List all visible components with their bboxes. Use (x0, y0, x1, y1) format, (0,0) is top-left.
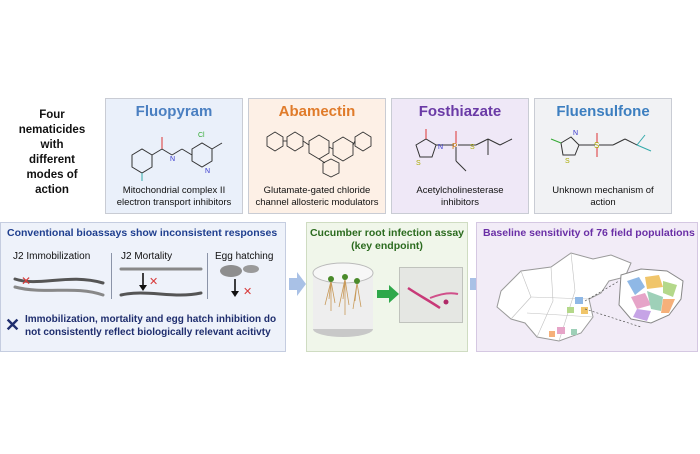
svg-text:N: N (205, 168, 210, 175)
cross-icon: ✕ (5, 315, 21, 335)
desc-line: inhibitors (440, 197, 480, 208)
compound-name: Fosthiazate (418, 103, 502, 120)
fluensulfone-structure-icon: S S N (550, 130, 652, 165)
intro-line: nematicides (18, 124, 86, 136)
arrow-right-icon (377, 285, 399, 303)
petri-dish-icon (312, 262, 374, 337)
card-fosthiazate: Fosthiazate P N S S Acetylcholinesterase… (391, 98, 529, 214)
egg-hatching-label: Egg hatching (215, 251, 274, 262)
bioassay-panel: Conventional bioassays show inconsistent… (0, 222, 286, 352)
svg-text:P: P (452, 142, 457, 151)
bioassay-title: Conventional bioassays show inconsistent… (7, 227, 278, 239)
intro-line: Four (39, 109, 65, 121)
compound-desc: Glutamate-gated chloride channel alloste… (251, 185, 383, 209)
bioassay-conclusion: Immobilization, mortality and egg hatch … (25, 313, 276, 339)
svg-text:N: N (573, 130, 578, 137)
compound-name: Fluopyram (135, 103, 213, 120)
compound-desc: Acetylcholinesterase inhibitors (394, 185, 526, 209)
cucumber-title-line: Cucumber root infection assay (309, 227, 465, 239)
desc-line: Acetylcholinesterase (416, 185, 504, 196)
fosthiazate-structure-icon: P N S S (415, 129, 513, 172)
intro-line: modes of (26, 169, 78, 181)
divider (207, 253, 208, 299)
svg-text:S: S (470, 144, 475, 151)
svg-text:S: S (416, 160, 421, 167)
infected-root-icon (407, 286, 459, 310)
egg-hatching-icon: ✕ (220, 265, 259, 298)
desc-line: action (590, 197, 616, 208)
svg-text:✕: ✕ (21, 274, 31, 288)
j2-mortality-label: J2 Mortality (121, 251, 173, 262)
j2-immobilization-label: J2 Immobilization (13, 251, 91, 262)
svg-text:S: S (565, 158, 570, 165)
intro-label: Four nematicides with different modes of… (6, 108, 98, 198)
cucumber-panel: Cucumber root infection assay (key endpo… (306, 222, 468, 352)
svg-text:S: S (594, 141, 599, 150)
china-map-icon (496, 252, 684, 342)
desc-line: Mitochondrial complex II (122, 185, 226, 196)
card-fluopyram: Fluopyram Cl N N Mitochondrial complex I… (105, 98, 243, 214)
compound-name: Fluensulfone (556, 103, 650, 120)
cucumber-title-line: (key endpoint) (351, 240, 423, 252)
svg-text:N: N (438, 144, 443, 151)
divider (111, 253, 112, 299)
desc-line: electron transport inhibitors (116, 197, 232, 208)
conclusion-line: Immobilization, mortality and egg hatch … (25, 314, 277, 325)
compound-name: Abamectin (278, 103, 356, 120)
intro-line: different (29, 154, 75, 166)
card-fluensulfone: Fluensulfone S S N Unknown mechanism of … (534, 98, 672, 214)
cucumber-title: Cucumber root infection assay (key endpo… (307, 227, 467, 253)
svg-text:N: N (170, 156, 175, 163)
root-image (399, 267, 463, 323)
fluopyram-structure-icon: Cl N N (131, 132, 223, 181)
conclusion-line: not consistently reflect biologically re… (25, 327, 271, 338)
card-abamectin: Abamectin Glutamate-gated chloride chann… (248, 98, 386, 214)
intro-line: action (35, 184, 69, 196)
baseline-title: Baseline sensitivity of 76 field populat… (483, 227, 695, 239)
arrow-right-icon (289, 272, 306, 296)
baseline-panel: Baseline sensitivity of 76 field populat… (476, 222, 698, 352)
desc-line: Glutamate-gated chloride (263, 185, 371, 196)
nematode-mortality-icon: ✕ (119, 267, 203, 297)
nematode-immobile-icon: ✕ (13, 274, 105, 297)
compound-desc: Unknown mechanism of action (537, 185, 669, 209)
svg-text:✕: ✕ (149, 276, 158, 288)
intro-line: with (40, 139, 64, 151)
desc-line: channel allosteric modulators (255, 197, 379, 208)
desc-line: Unknown mechanism of (552, 185, 654, 196)
abamectin-structure-icon (266, 131, 372, 178)
svg-text:Cl: Cl (198, 132, 205, 139)
svg-text:✕: ✕ (243, 286, 252, 298)
compound-desc: Mitochondrial complex II electron transp… (108, 185, 240, 209)
